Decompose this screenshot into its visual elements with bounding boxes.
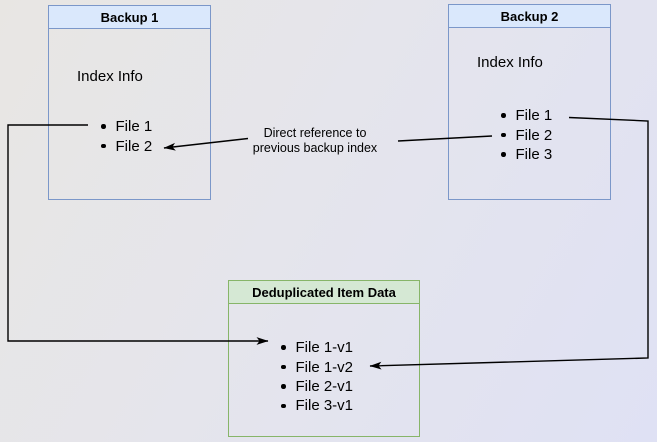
bullet-icon (501, 152, 506, 157)
file-label: File 2 (115, 137, 153, 155)
file-label: File 2 (515, 126, 553, 144)
file-label: File 1 (515, 107, 553, 125)
backup1-file-item: File 1 (49, 117, 210, 136)
backup1-title: Backup 1 (100, 9, 159, 25)
dedup-title: Deduplicated Item Data (252, 284, 396, 300)
backup2-file-item: File 2 (449, 125, 610, 144)
bullet-icon (101, 124, 106, 129)
dedup-file-item: File 2-v1 (229, 377, 419, 396)
bullet-icon (281, 364, 286, 370)
annotation-line2: previous backup index (252, 141, 378, 155)
dedup-file-item: File 1-v1 (229, 338, 419, 357)
file-label: File 1-v2 (295, 358, 354, 376)
file-label: File 3-v1 (295, 397, 354, 415)
direct-reference-annotation: Direct reference to previous backup inde… (235, 126, 395, 156)
file-label: File 3 (515, 145, 553, 163)
backup1-box: Backup 1 Index Info File 1 File 2 (48, 5, 211, 200)
bullet-icon (281, 403, 286, 409)
dedup-file-item: File 1-v2 (229, 357, 419, 376)
file-label: File 2-v1 (295, 377, 354, 395)
bullet-icon (281, 345, 286, 350)
bullet-icon (501, 132, 506, 138)
file-label: File 1-v1 (295, 339, 354, 357)
annotation-line1: Direct reference to (263, 126, 367, 140)
dedup-box: Deduplicated Item Data File 1-v1 File 1-… (228, 280, 420, 437)
file-label: File 1 (115, 118, 153, 136)
backup2-file-item: File 3 (449, 145, 610, 164)
backup1-header: Backup 1 (49, 6, 210, 29)
backup2-box: Backup 2 Index Info File 1 File 2 File 3 (448, 4, 611, 200)
backup1-index-info-label: Index Info (77, 68, 143, 85)
backup2-file-list: File 1 File 2 File 3 (449, 106, 610, 164)
bullet-icon (281, 384, 286, 389)
dedup-file-item: File 3-v1 (229, 396, 419, 415)
bullet-icon (501, 113, 506, 118)
dedup-header: Deduplicated Item Data (229, 281, 419, 304)
backup2-header: Backup 2 (449, 5, 610, 28)
backup2-file-item: File 1 (449, 106, 610, 125)
dedup-file-list: File 1-v1 File 1-v2 File 2-v1 File 3-v1 (229, 338, 419, 416)
backup1-file-item: File 2 (49, 136, 210, 155)
backup2-title: Backup 2 (500, 8, 559, 24)
backup1-file-list: File 1 File 2 (49, 117, 210, 156)
backup2-index-info-label: Index Info (477, 54, 543, 71)
bullet-icon (101, 143, 106, 149)
